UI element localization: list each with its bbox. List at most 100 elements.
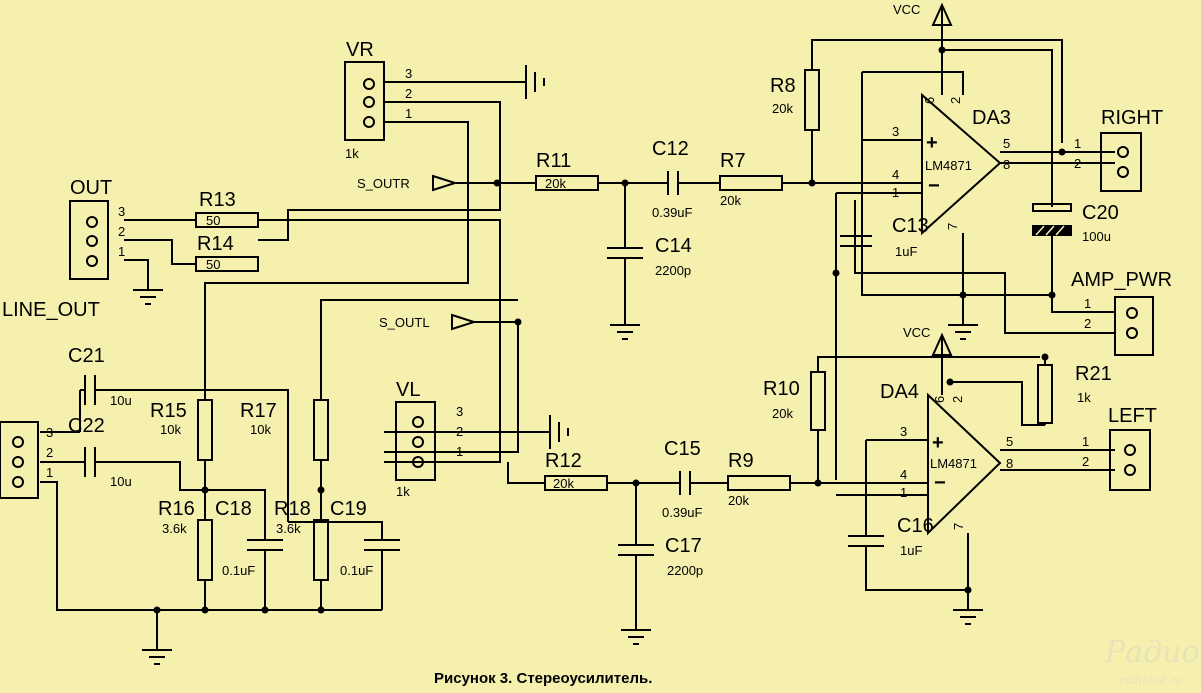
svg-text:C22: C22 <box>68 415 105 437</box>
svg-text:6: 6 <box>922 97 937 104</box>
svg-text:R16: R16 <box>158 498 195 520</box>
connector-out: OUT LINE_OUT 3 2 1 <box>2 177 125 321</box>
ground-c17 <box>621 629 651 645</box>
svg-text:LM4871: LM4871 <box>925 158 972 173</box>
svg-text:2: 2 <box>1074 156 1081 171</box>
ground-vl <box>549 415 569 449</box>
svg-text:C14: C14 <box>655 235 692 257</box>
svg-text:C13: C13 <box>892 215 929 237</box>
resistor-r21: R21 1k <box>1037 363 1112 424</box>
svg-text:3: 3 <box>405 66 412 81</box>
net-flag-s-outr: S_OUTR <box>357 174 459 192</box>
svg-text:1: 1 <box>46 465 53 480</box>
svg-text:10k: 10k <box>160 422 181 437</box>
svg-text:20k: 20k <box>772 101 793 116</box>
svg-text:DA4: DA4 <box>880 381 919 403</box>
vl-value: 1k <box>396 484 410 499</box>
svg-text:1k: 1k <box>1077 390 1091 405</box>
connector-amp-pwr: AMP_PWR 1 2 <box>1071 269 1172 356</box>
svg-text:1: 1 <box>456 444 463 459</box>
connector-input: 3 2 1 <box>0 421 53 499</box>
svg-text:0.1uF: 0.1uF <box>340 563 373 578</box>
svg-text:S_OUTR: S_OUTR <box>357 176 410 191</box>
svg-text:0.39uF: 0.39uF <box>652 205 693 220</box>
vr-value: 1k <box>345 146 359 161</box>
out-label: OUT <box>70 177 112 199</box>
connector-left: LEFT 1 2 <box>1082 405 1157 491</box>
right-label: RIGHT <box>1101 107 1163 129</box>
watermark-url: radiokot.ru <box>1120 674 1183 687</box>
capacitor-c21: C21 10u <box>68 345 132 432</box>
capacitor-c12: C12 0.39uF <box>652 138 693 220</box>
svg-text:R21: R21 <box>1075 363 1112 385</box>
connector-right: RIGHT 1 2 <box>1074 107 1163 192</box>
svg-text:10k: 10k <box>250 422 271 437</box>
line-out-label: LINE_OUT <box>2 299 100 321</box>
watermark-logo: Радио КОТ <box>1104 635 1201 670</box>
svg-text:DA3: DA3 <box>972 107 1011 129</box>
svg-text:4: 4 <box>900 467 907 482</box>
svg-text:7: 7 <box>951 523 966 530</box>
svg-text:VCC: VCC <box>903 325 930 340</box>
svg-text:0.1uF: 0.1uF <box>222 563 255 578</box>
svg-text:2: 2 <box>948 97 963 104</box>
svg-text:4: 4 <box>892 167 899 182</box>
svg-text:10u: 10u <box>110 474 132 489</box>
ground-c14 <box>610 324 640 340</box>
capacitor-c15: C15 0.39uF <box>662 438 703 520</box>
svg-text:1: 1 <box>1074 136 1081 151</box>
resistor-r12: R12 20k <box>544 450 608 491</box>
svg-text:1uF: 1uF <box>895 244 917 259</box>
svg-text:5: 5 <box>1003 136 1010 151</box>
svg-text:2: 2 <box>46 445 53 460</box>
svg-text:2200p: 2200p <box>667 563 703 578</box>
svg-text:C20: C20 <box>1082 202 1119 224</box>
resistor-r14: R14 50 <box>195 233 259 272</box>
svg-text:8: 8 <box>1003 157 1010 172</box>
svg-text:1: 1 <box>1082 434 1089 449</box>
capacitor-c20: C20 100u <box>1032 202 1119 244</box>
vl-label: VL <box>396 379 420 401</box>
svg-text:LM4871: LM4871 <box>930 456 977 471</box>
ground-out <box>133 289 163 305</box>
svg-text:20k: 20k <box>720 193 741 208</box>
svg-text:5: 5 <box>1006 434 1013 449</box>
svg-text:C19: C19 <box>330 498 367 520</box>
resistor-r8: R8 20k <box>770 69 820 131</box>
svg-text:2: 2 <box>405 86 412 101</box>
resistor-r7: R7 20k <box>719 150 783 208</box>
svg-text:C17: C17 <box>665 535 702 557</box>
svg-text:1: 1 <box>900 485 907 500</box>
opamp-da3: + − LM4871 DA3 3 4 1 5 8 6 2 7 <box>892 92 1011 236</box>
svg-text:R11: R11 <box>536 150 571 172</box>
svg-text:R9: R9 <box>728 450 754 472</box>
svg-text:R14: R14 <box>197 233 234 255</box>
svg-text:20k: 20k <box>545 176 566 191</box>
svg-text:C16: C16 <box>897 515 934 537</box>
connector-vr: VR 1k 3 2 1 <box>344 39 412 161</box>
svg-text:C21: C21 <box>68 345 105 367</box>
svg-text:20k: 20k <box>772 406 793 421</box>
left-label: LEFT <box>1108 405 1157 427</box>
svg-text:2: 2 <box>1084 316 1091 331</box>
svg-text:6: 6 <box>932 396 947 403</box>
svg-text:10u: 10u <box>110 393 132 408</box>
svg-text:1uF: 1uF <box>900 543 922 558</box>
svg-text:C18: C18 <box>215 498 252 520</box>
capacitor-c22: C22 10u <box>68 415 132 489</box>
svg-text:R13: R13 <box>199 189 236 211</box>
vr-label: VR <box>346 39 374 61</box>
svg-text:1: 1 <box>118 244 125 259</box>
svg-text:3: 3 <box>892 124 899 139</box>
ground-input <box>142 649 172 665</box>
svg-text:3: 3 <box>118 204 125 219</box>
resistor-r10: R10 20k <box>763 371 826 431</box>
svg-text:R15: R15 <box>150 400 187 422</box>
ground-da3 <box>948 324 978 340</box>
connector-vl: VL 1k 3 2 1 <box>395 379 463 499</box>
capacitor-c16: C16 1uF <box>848 515 934 558</box>
svg-text:3: 3 <box>46 425 53 440</box>
svg-text:3.6k: 3.6k <box>162 521 187 536</box>
ground-da4 <box>953 609 983 625</box>
